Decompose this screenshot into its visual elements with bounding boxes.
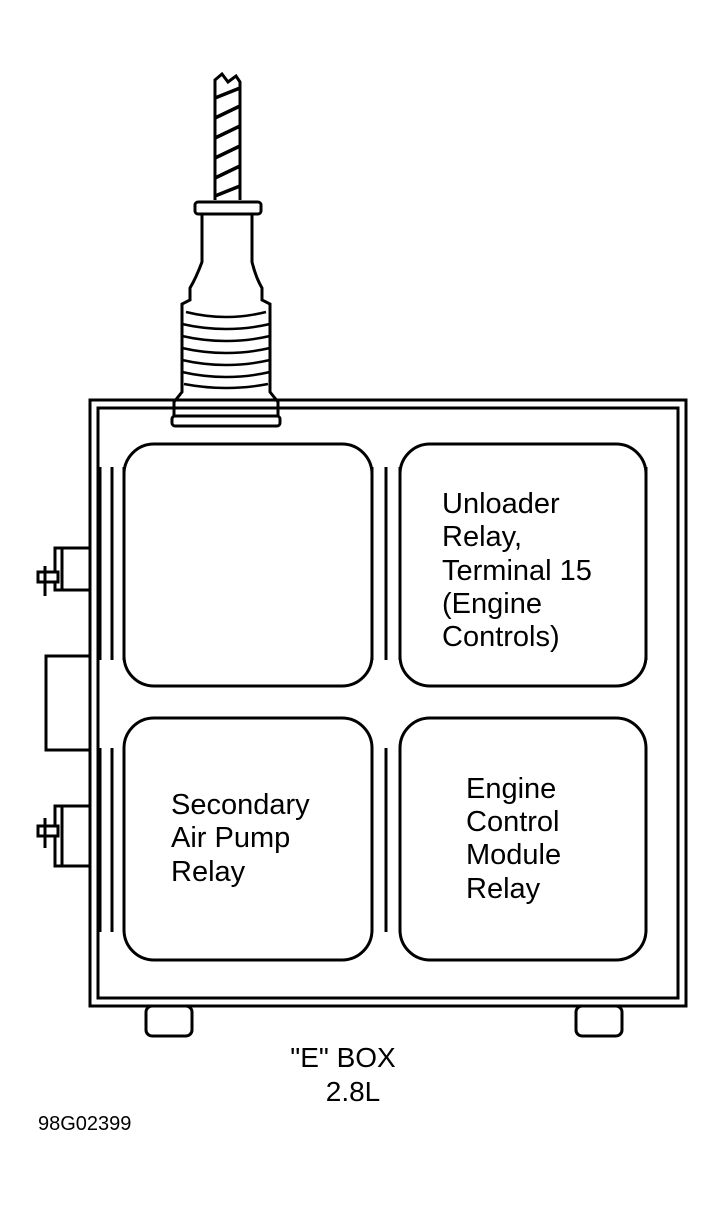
label-line: Relay (171, 856, 246, 888)
caption-title: "E" BOX (290, 1042, 396, 1073)
label-line: Relay, (442, 521, 522, 553)
label-line: Engine (466, 773, 556, 805)
label-line: Module (466, 839, 561, 871)
label-line: Controls) (442, 621, 560, 653)
side-connector-block (44, 654, 92, 752)
label-line: (Engine (442, 588, 542, 620)
mounting-foot-right (574, 1004, 624, 1038)
relay-secondary-air-pump-label: Secondary Air Pump Relay (171, 789, 310, 888)
relay-secondary-air-pump (122, 716, 374, 962)
cable-boot-grommet (170, 200, 282, 428)
relay-engine-control-module (398, 716, 648, 962)
wire-harness-cable (213, 71, 242, 200)
label-line: Relay (466, 873, 541, 905)
caption-engine-size: 2.8L (326, 1076, 381, 1107)
label-line: Air Pump (171, 822, 290, 854)
label-line: Control (466, 806, 560, 838)
relay-unloader-label: Unloader Relay, Terminal 15 (Engine Cont… (442, 488, 592, 653)
label-line: Unloader (442, 488, 560, 520)
mounting-foot-left (144, 1004, 194, 1038)
label-line: Terminal 15 (442, 555, 592, 587)
relay-unloader (398, 442, 648, 688)
relay-top-left (122, 442, 374, 688)
relay-engine-control-module-label: Engine Control Module Relay (466, 773, 561, 905)
figure-code: 98G02399 (38, 1113, 131, 1135)
label-line: Secondary (171, 789, 310, 821)
side-mounting-bracket-lower (36, 804, 92, 868)
side-mounting-bracket-upper (36, 546, 92, 596)
